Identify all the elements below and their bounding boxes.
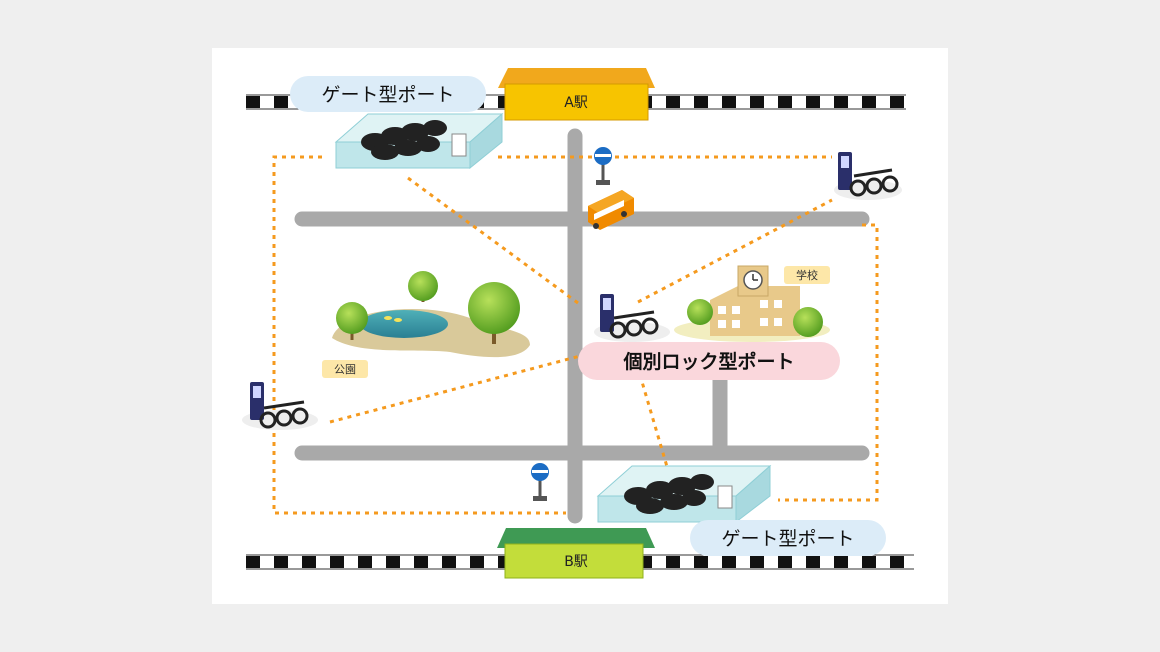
roads — [294, 128, 870, 524]
station-a-label: A駅 — [564, 95, 588, 111]
individual-lock-label: 個別ロック型ポート — [622, 350, 794, 373]
tree-icon — [408, 271, 438, 301]
park: 公園 — [322, 271, 530, 378]
bus-stop-icon — [594, 147, 612, 185]
school: 学校 — [674, 265, 830, 342]
gate-terminal-icon — [451, 133, 467, 157]
individual-lock-callout: 個別ロック型ポート — [578, 342, 840, 380]
tree-icon — [468, 282, 520, 334]
park-tag — [322, 360, 368, 378]
tree-icon — [336, 302, 368, 334]
gate-port-top-callout: ゲート型ポート — [290, 76, 486, 112]
bus-icon — [588, 190, 634, 230]
gate-port-top-label: ゲート型ポート — [321, 84, 454, 106]
gate-port-bottom-callout: ゲート型ポート — [690, 520, 886, 556]
individual-dock-center — [594, 294, 670, 342]
individual-dock-west — [242, 382, 318, 430]
bicycle-rack-icon — [624, 474, 714, 514]
station-a: A駅 — [498, 68, 655, 121]
tree-icon — [687, 299, 713, 325]
bicycle-icon — [259, 400, 309, 429]
gate-port-top — [334, 112, 504, 170]
bus-stop-icon — [531, 463, 549, 501]
station-b-label: B駅 — [564, 554, 588, 570]
station-b: B駅 — [497, 528, 655, 579]
school-tag — [784, 266, 830, 284]
park-label: 公園 — [334, 363, 356, 376]
gate-port-bottom-label: ゲート型ポート — [721, 528, 854, 550]
bicycle-rack-icon — [361, 120, 447, 160]
bicycle-icon — [849, 168, 899, 197]
gate-port-bottom — [596, 464, 772, 524]
bicycle-icon — [609, 310, 659, 339]
tree-icon — [793, 307, 823, 337]
individual-dock-northeast — [834, 152, 902, 200]
cycle-routes — [272, 155, 879, 515]
gate-terminal-icon — [717, 485, 733, 509]
school-label: 学校 — [796, 268, 818, 282]
